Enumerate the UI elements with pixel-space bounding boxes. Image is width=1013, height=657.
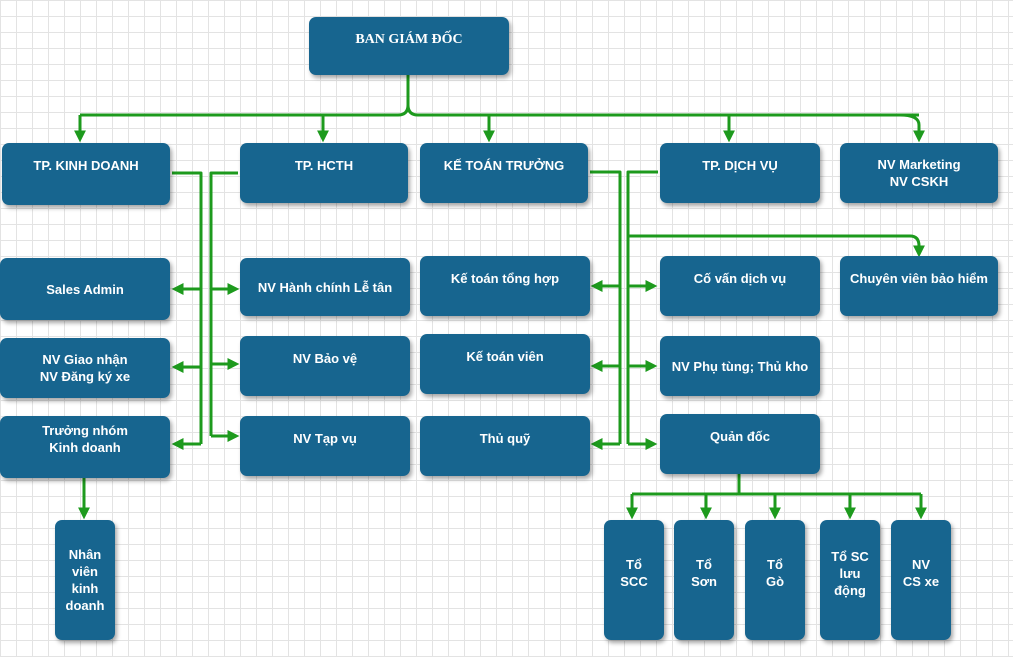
node-chuyen-vien-bao-hiem[interactable]: Chuyên viên bảo hiểm bbox=[840, 256, 998, 316]
node-nv-marketing-cskh[interactable]: NV Marketing NV CSKH bbox=[840, 143, 998, 203]
node-nv-bao-ve[interactable]: NV Bảo vệ bbox=[240, 336, 410, 396]
node-nv-tap-vu[interactable]: NV Tạp vụ bbox=[240, 416, 410, 476]
node-to-son[interactable]: Tổ Sơn bbox=[674, 520, 734, 640]
node-ke-toan-tong-hop[interactable]: Kế toán tổng hợp bbox=[420, 256, 590, 316]
node-quan-doc[interactable]: Quản đốc bbox=[660, 414, 820, 474]
node-nv-phu-tung-thu-kho[interactable]: NV Phụ tùng; Thủ kho bbox=[660, 336, 820, 396]
node-to-scc[interactable]: Tổ SCC bbox=[604, 520, 664, 640]
node-to-sc-luu-dong[interactable]: Tổ SC lưu động bbox=[820, 520, 880, 640]
node-to-go[interactable]: Tổ Gò bbox=[745, 520, 805, 640]
node-ke-toan-vien[interactable]: Kế toán viên bbox=[420, 334, 590, 394]
node-tp-kinh-doanh[interactable]: TP. KINH DOANH bbox=[2, 143, 170, 205]
node-nhan-vien-kinh-doanh[interactable]: Nhân viên kinh doanh bbox=[55, 520, 115, 640]
node-sales-admin[interactable]: Sales Admin bbox=[0, 258, 170, 320]
node-tp-dich-vu[interactable]: TP. DỊCH VỤ bbox=[660, 143, 820, 203]
node-tp-hcth[interactable]: TP. HCTH bbox=[240, 143, 408, 203]
node-nv-cs-xe[interactable]: NV CS xe bbox=[891, 520, 951, 640]
node-nv-giao-nhan[interactable]: NV Giao nhận NV Đăng ký xe bbox=[0, 338, 170, 398]
node-nv-hanh-chinh-le-tan[interactable]: NV Hành chính Lễ tân bbox=[240, 258, 410, 316]
node-ban-giam-doc[interactable]: BAN GIÁM ĐỐC bbox=[309, 17, 509, 75]
node-truong-nhom-kinh-doanh[interactable]: Trưởng nhóm Kinh doanh bbox=[0, 416, 170, 478]
node-co-van-dich-vu[interactable]: Cố vấn dịch vụ bbox=[660, 256, 820, 316]
node-thu-quy[interactable]: Thủ quỹ bbox=[420, 416, 590, 476]
node-ke-toan-truong[interactable]: KẾ TOÁN TRƯỞNG bbox=[420, 143, 588, 203]
